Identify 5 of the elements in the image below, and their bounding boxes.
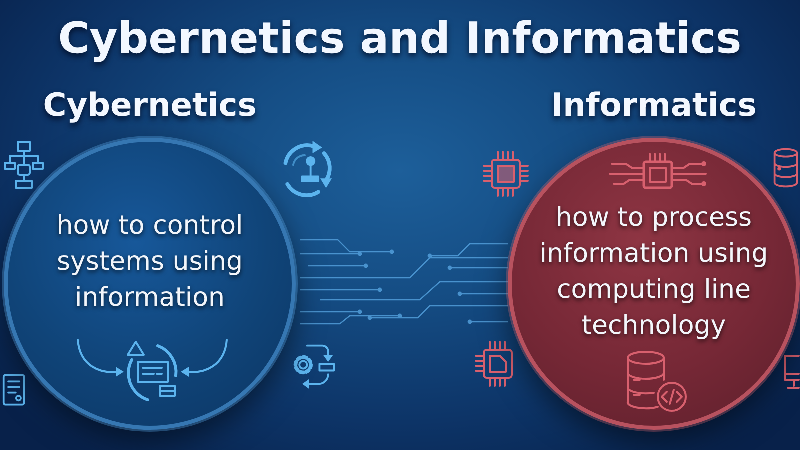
title: Cybernetics and Informatics	[58, 13, 742, 66]
description-text: how to control systems using information	[56, 210, 244, 315]
description-text: how to process information using computing line technology	[538, 202, 770, 343]
heading: Cybernetics	[43, 85, 257, 126]
heading: Informatics	[551, 85, 757, 126]
